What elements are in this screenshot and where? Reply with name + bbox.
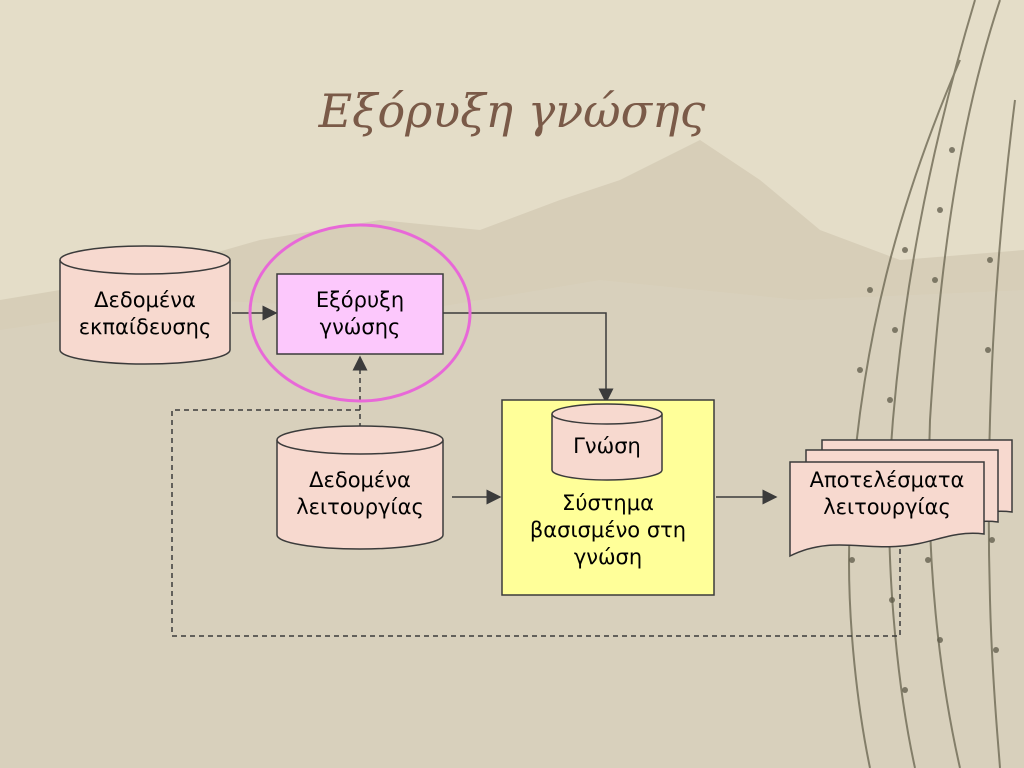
operational-data-label: Δεδομένα λειτουργίας [296, 468, 424, 519]
operational-results-label: Αποτελέσματα λειτουργίας [809, 468, 965, 519]
knowledge-mining-box [276, 273, 444, 355]
results-document-stack [789, 439, 1013, 558]
highlight-ring [248, 223, 472, 403]
training-data-label: Δεδομένα εκπαίδευσης [78, 288, 212, 339]
knowledge-mining-label: Εξόρυξη γνώσης [315, 288, 405, 339]
operational-data-cylinder [276, 425, 444, 550]
knowledge-cylinder [551, 403, 663, 481]
training-data-cylinder [59, 245, 231, 365]
slide-title: Εξόρυξη γνώσης [318, 84, 706, 138]
feedback-dashed-line [171, 409, 901, 637]
arrow-mining-to-knowledge [443, 312, 614, 404]
knowledge-system-label: Σύστημα βασισμένο στη γνώση [529, 491, 687, 569]
knowledge-label: Γνώση [573, 434, 641, 458]
